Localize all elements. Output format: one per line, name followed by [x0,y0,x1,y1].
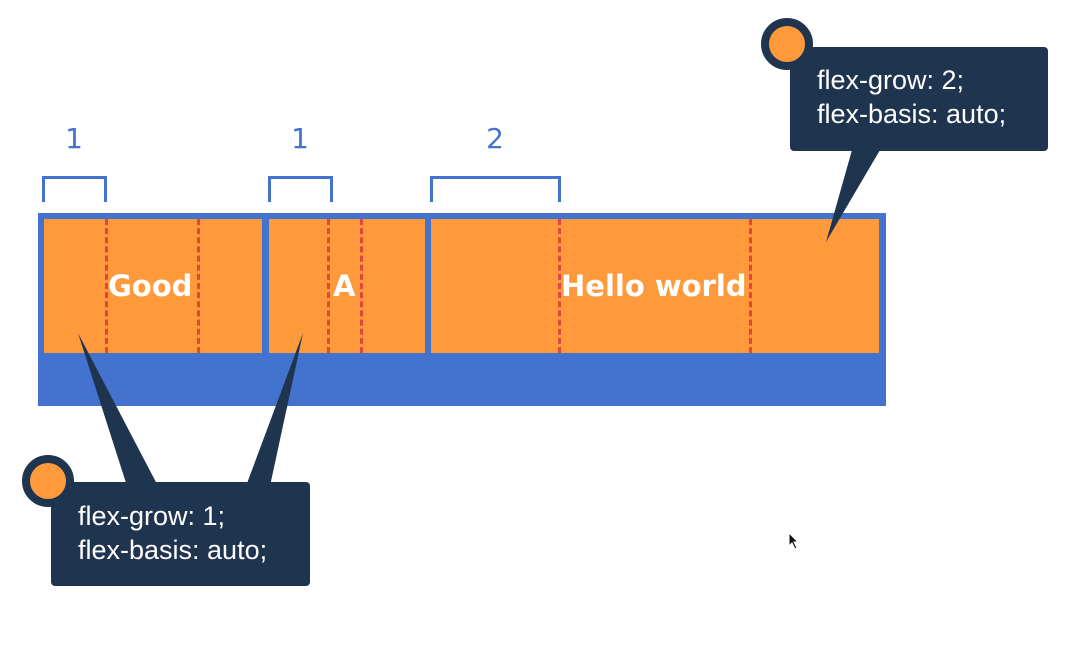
flex-container: Good A Hello world [38,213,886,406]
grow-ratio-label-1: 1 [65,122,83,155]
orange-dot-badge [22,455,74,507]
basis-boundary-left [558,219,561,353]
item-label-a: A [333,269,356,303]
grow-bracket-3 [430,176,561,202]
mouse-cursor-icon [788,532,800,550]
flex-item-good: Good [44,219,262,353]
pointer-bottom-left-a [78,333,158,486]
basis-boundary-left [327,219,330,353]
grow-bracket-2 [268,176,333,202]
pointer-top-right [826,150,880,242]
flex-item-hello-world: Hello world [431,219,879,353]
item-label-hello-world: Hello world [561,269,747,303]
basis-boundary-right [749,219,752,353]
orange-dot-badge [761,18,813,70]
tooltip-line-flex-grow: flex-grow: 2; [817,65,965,95]
grow-ratio-label-2: 1 [291,122,309,155]
grow-bracket-1 [42,176,107,202]
basis-boundary-right [197,219,200,353]
tooltip-line-flex-basis: flex-basis: auto; [817,99,1007,129]
tooltip-line-flex-grow: flex-grow: 1; [78,501,226,531]
tooltip-flex-grow-1: flex-grow: 1; flex-basis: auto; [51,482,310,586]
flex-item-a: A [269,219,425,353]
tooltip-flex-grow-2: flex-grow: 2; flex-basis: auto; [790,47,1048,151]
item-label-good: Good [108,269,193,303]
grow-ratio-label-3: 2 [486,122,504,155]
basis-boundary-right [360,219,363,353]
tooltip-line-flex-basis: flex-basis: auto; [78,535,268,565]
pointer-bottom-left-b [246,333,303,486]
basis-boundary-left [105,219,108,353]
